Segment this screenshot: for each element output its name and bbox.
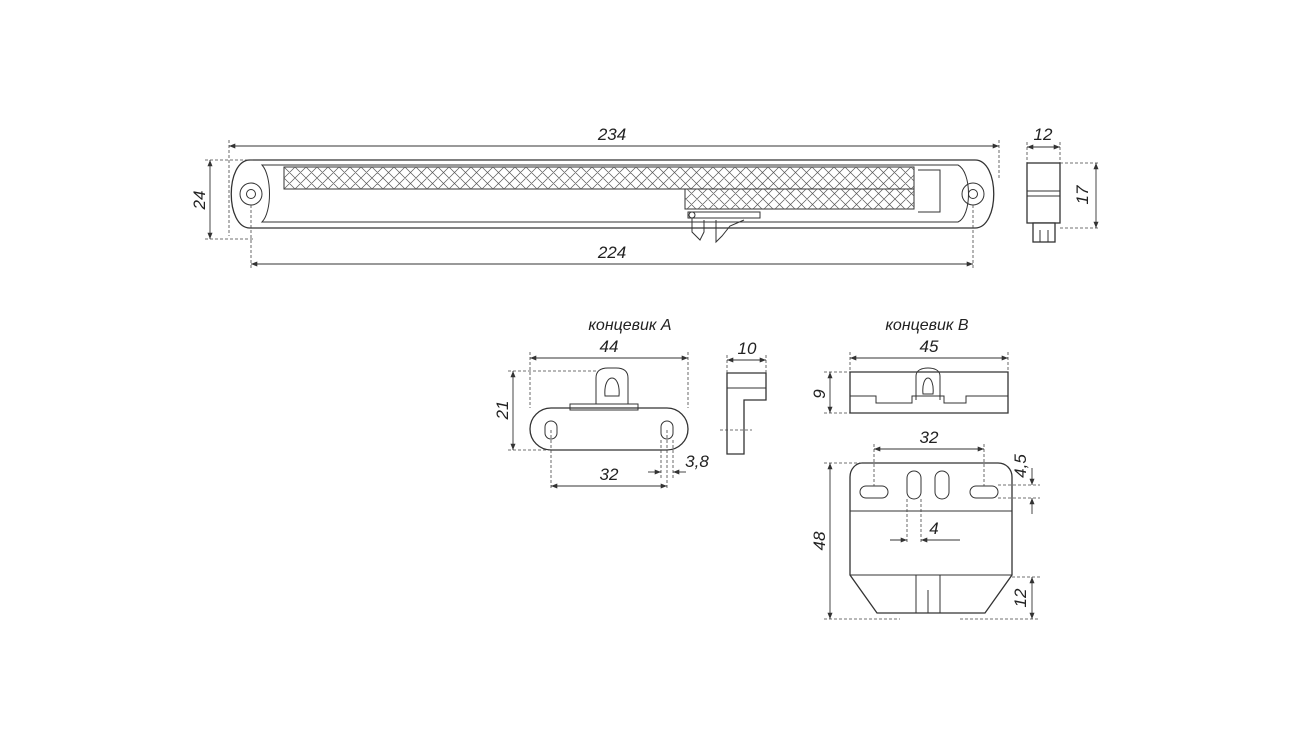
dim-a-width: 44 xyxy=(529,337,689,408)
dim-label-17: 17 xyxy=(1073,185,1092,204)
dim-b-holes: 32 xyxy=(873,428,985,486)
side-profile xyxy=(1026,162,1061,243)
dim-label-32-a: 32 xyxy=(600,465,619,484)
dim-label-48: 48 xyxy=(810,531,829,550)
dim-label-44: 44 xyxy=(600,337,619,356)
dim-label-21: 21 xyxy=(493,401,512,421)
dim-label-234: 234 xyxy=(597,125,626,144)
dim-label-4: 4 xyxy=(929,519,938,538)
dim-a-hole-width: 3,8 xyxy=(648,440,709,478)
dim-b-height-top: 9 xyxy=(810,371,850,414)
dim-b-width: 45 xyxy=(849,337,1009,372)
end-b-top xyxy=(849,367,1009,414)
dim-label-3-8: 3,8 xyxy=(685,452,709,471)
dim-main-length: 234 xyxy=(228,125,1000,236)
end-a-side xyxy=(720,372,767,455)
dim-b-small: 4 xyxy=(890,499,960,543)
dim-label-24: 24 xyxy=(190,191,209,211)
dim-label-4-5: 4,5 xyxy=(1011,454,1030,478)
end-b-front xyxy=(849,462,1013,614)
dim-label-224: 224 xyxy=(597,243,626,262)
dim-a-side: 10 xyxy=(726,339,767,373)
end-a-front xyxy=(529,367,689,451)
dim-side-width: 12 xyxy=(1026,125,1061,163)
dim-label-45: 45 xyxy=(920,337,939,356)
dim-main-holes: 224 xyxy=(250,205,974,268)
dim-label-12-bottom: 12 xyxy=(1011,588,1030,607)
dim-label-32-b: 32 xyxy=(920,428,939,447)
dim-side-height: 17 xyxy=(1060,162,1100,229)
dim-main-height: 24 xyxy=(190,159,255,240)
end-a-title: концевик A xyxy=(588,317,671,334)
dim-label-10: 10 xyxy=(738,339,757,358)
dim-b-bottom: 12 xyxy=(960,576,1040,620)
dim-b-height: 48 xyxy=(810,462,900,620)
dim-label-12-top: 12 xyxy=(1034,125,1053,144)
dim-b-offset: 4,5 xyxy=(998,454,1040,514)
dim-a-height: 21 xyxy=(493,370,596,451)
main-profile xyxy=(230,159,995,244)
end-b-title: концевик B xyxy=(885,317,969,334)
dim-label-9: 9 xyxy=(810,389,829,399)
dim-a-holes: 32 xyxy=(550,430,668,490)
